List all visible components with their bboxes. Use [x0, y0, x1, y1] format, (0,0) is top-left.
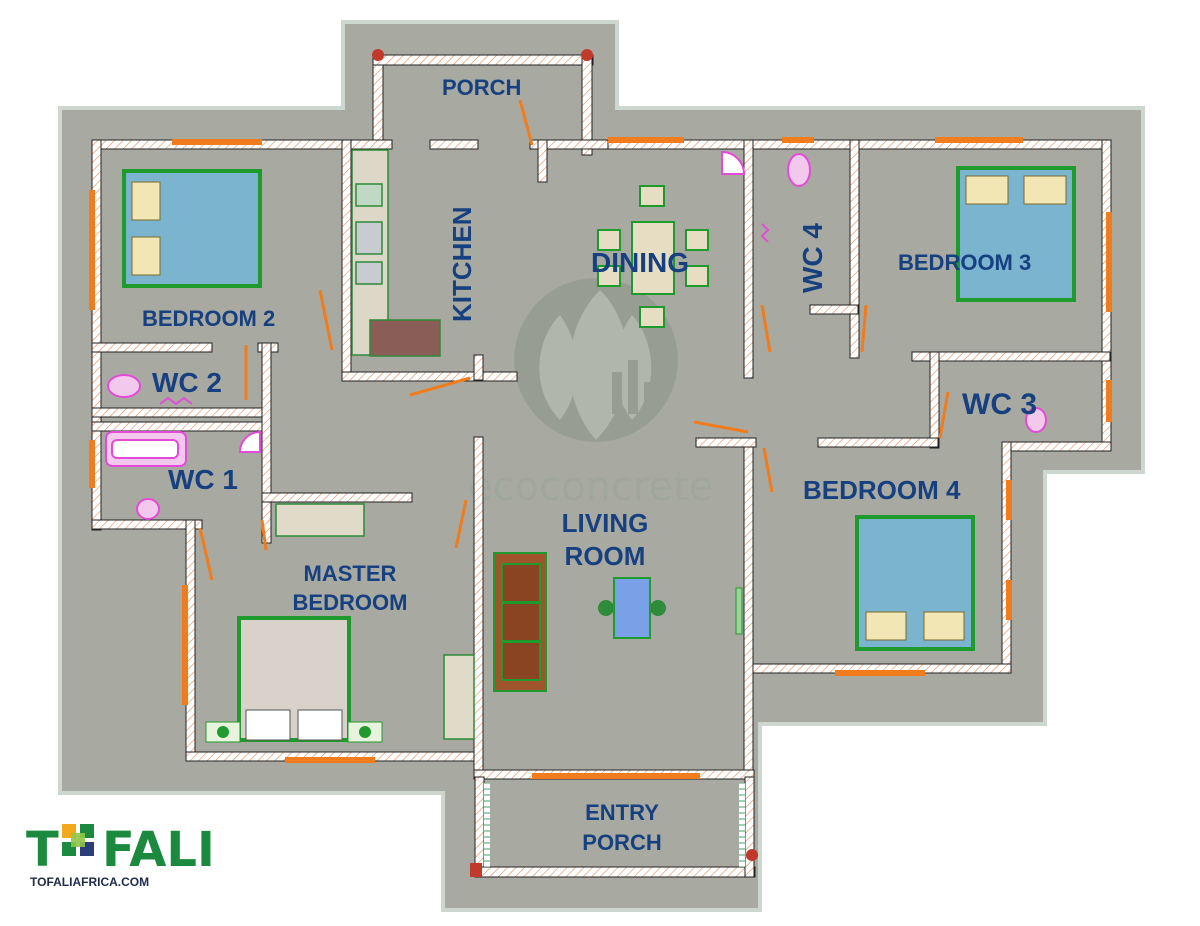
porch-columns: [372, 49, 758, 877]
entry-glazing: [484, 783, 745, 867]
label-dining: DINING: [591, 247, 689, 278]
bed-bedroom3: [956, 166, 1076, 302]
watermark-text: ecoconcrete: [468, 464, 713, 510]
label-porch: PORCH: [442, 75, 521, 100]
label-wc2: WC 2: [152, 367, 222, 398]
label-entry-line1: ENTRY: [585, 800, 659, 825]
label-bedroom2: BEDROOM 2: [142, 306, 275, 331]
logo-letter-t: T: [26, 822, 59, 878]
kitchen-counters: [351, 149, 441, 357]
ecoconcrete-watermark: ecoconcrete: [468, 278, 713, 510]
label-living-line2: ROOM: [565, 541, 646, 571]
doors: [198, 99, 950, 581]
room-labels: PORCH KITCHEN DINING WC 4 BEDROOM 3 BEDR…: [142, 75, 1037, 855]
label-kitchen: KITCHEN: [447, 206, 477, 322]
logo-word-fali: FALI: [102, 822, 215, 878]
bed-bedroom2: [122, 169, 262, 288]
label-bedroom4: BEDROOM 4: [803, 475, 961, 505]
logo-mark-icon: [62, 824, 94, 856]
bathroom-fixtures: [105, 150, 1047, 520]
tofali-logo: T FALI TOFALIAFRICA.COM: [26, 822, 215, 889]
walls: [91, 54, 1112, 878]
label-bedroom3: BEDROOM 3: [898, 250, 1031, 275]
sofa: [493, 552, 547, 692]
label-master-line1: MASTER: [304, 561, 397, 586]
label-wc3: WC 3: [962, 388, 1037, 421]
bed-master: [205, 616, 383, 743]
label-master-line2: BEDROOM: [293, 590, 408, 615]
label-entry-line2: PORCH: [582, 830, 661, 855]
logo-url: TOFALIAFRICA.COM: [30, 875, 149, 889]
bed-bedroom4: [855, 515, 975, 651]
windows: [89, 137, 1112, 779]
dining-table: [597, 185, 709, 328]
coffee-table: [598, 577, 666, 639]
wardrobes: [275, 503, 475, 740]
tv-unit: [735, 587, 743, 635]
label-wc4: WC 4: [797, 223, 828, 293]
label-wc1: WC 1: [168, 464, 238, 495]
label-living-line1: LIVING: [562, 508, 649, 538]
